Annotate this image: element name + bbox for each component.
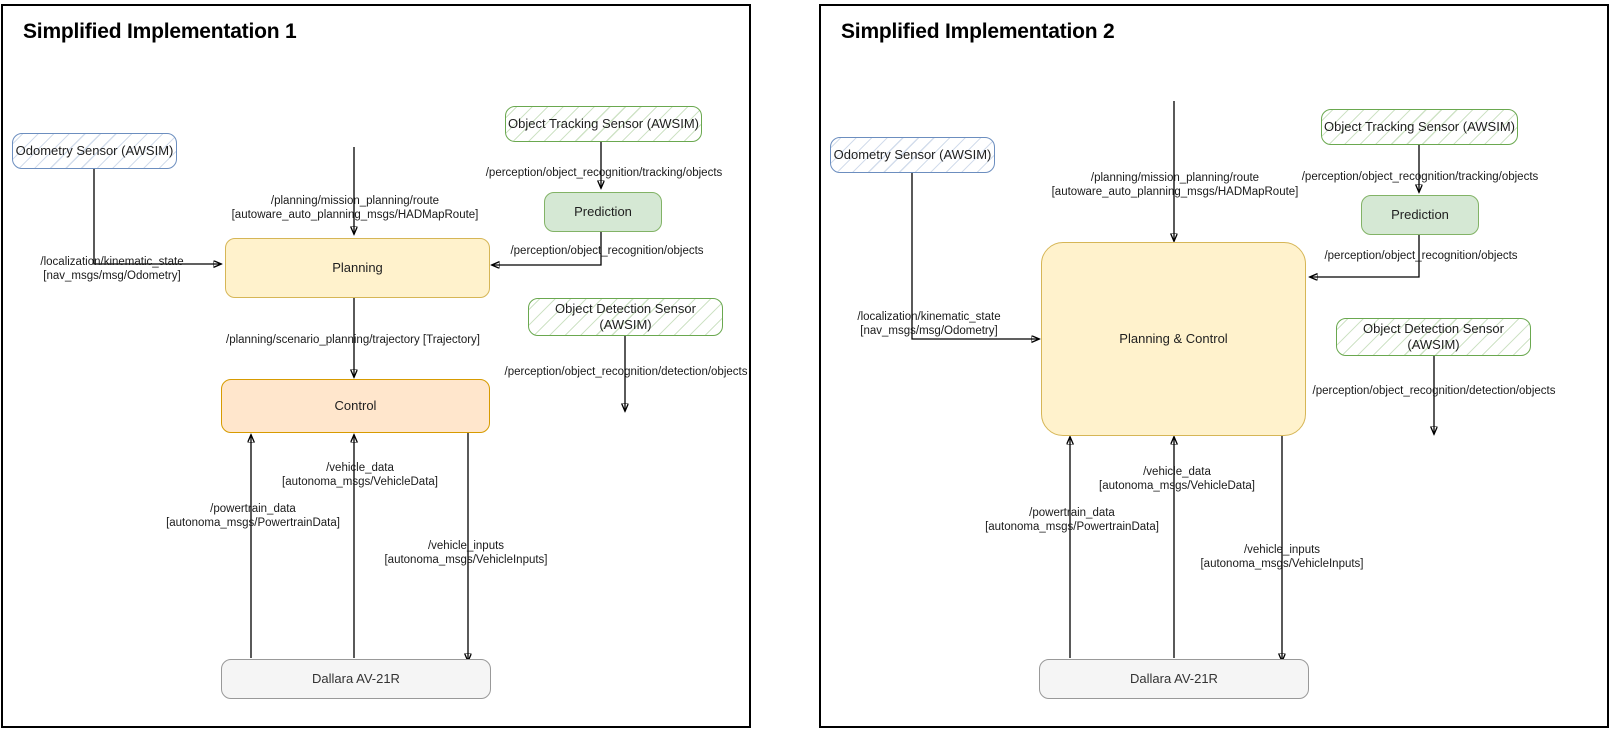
edge-label-powertrain-data-2: /powertrain_data [autonoma_msgs/Powertra… xyxy=(985,506,1159,535)
edge-label-line-2: [autonoma_msgs/VehicleData] xyxy=(1099,480,1255,493)
edge-label-tracking-objects-1: /perception/object_recognition/tracking/… xyxy=(486,166,723,180)
edge-label-line-2: [autoware_auto_planning_msgs/HADMapRoute… xyxy=(231,209,479,222)
edge-label-text: /perception/object_recognition/tracking/… xyxy=(1301,171,1539,183)
edge-label-line-1: /localization/kinematic_state xyxy=(857,311,1001,323)
edge-label-vehicle-data-1: /vehicle_data [autonoma_msgs/VehicleData… xyxy=(282,461,438,490)
edge-label-line-2: [autonoma_msgs/VehicleInputs] xyxy=(1200,558,1364,571)
edge-label-line-1: /vehicle_inputs xyxy=(1243,544,1321,556)
edge-label-line-2: [autonoma_msgs/PowertrainData] xyxy=(985,521,1159,534)
edge-label-line-2: [autonoma_msgs/PowertrainData] xyxy=(166,517,340,530)
edge-label-line-2: [autonoma_msgs/VehicleInputs] xyxy=(384,554,548,567)
edge-label-text: /perception/object_recognition/detection… xyxy=(1312,385,1556,397)
node-object-detection-sensor-1[interactable]: Object Detection Sensor (AWSIM) xyxy=(528,298,723,336)
edge-label-text: /perception/object_recognition/tracking/… xyxy=(485,167,723,179)
node-label: Odometry Sensor (AWSIM) xyxy=(15,142,174,158)
node-label: Object Detection Sensor (AWSIM) xyxy=(1363,320,1504,352)
node-odometry-sensor-1[interactable]: Odometry Sensor (AWSIM) xyxy=(12,133,177,169)
edge-label-line-1: /planning/mission_planning/route xyxy=(1090,172,1260,184)
edge-label-recognition-objects-1: /perception/object_recognition/objects xyxy=(510,244,703,258)
edge-label-text: /perception/object_recognition/objects xyxy=(510,245,704,257)
edge-label-vehicle-inputs-2: /vehicle_inputs [autonoma_msgs/VehicleIn… xyxy=(1200,543,1363,572)
edge-label-line-1: /vehicle_data xyxy=(1143,466,1211,478)
panel-title-1: Simplified Implementation 1 xyxy=(23,20,297,43)
edge-label-line-2: [autoware_auto_planning_msgs/HADMapRoute… xyxy=(1051,186,1299,199)
node-planning-1[interactable]: Planning xyxy=(225,238,490,298)
edge-label-line-1: /powertrain_data xyxy=(210,503,296,515)
node-label: Prediction xyxy=(574,203,632,219)
node-object-detection-sensor-2[interactable]: Object Detection Sensor (AWSIM) xyxy=(1336,318,1531,356)
edge-label-line-2: [nav_msgs/msg/Odometry] xyxy=(860,325,998,338)
edge-label-mission-route-1: /planning/mission_planning/route [autowa… xyxy=(232,194,479,223)
node-control-1[interactable]: Control xyxy=(221,379,490,433)
edge-label-line-2: [autonoma_msgs/VehicleData] xyxy=(282,476,438,489)
edge-label-tracking-objects-2: /perception/object_recognition/tracking/… xyxy=(1302,170,1539,184)
node-label: Odometry Sensor (AWSIM) xyxy=(833,146,992,162)
edge-label-line-1: /vehicle_inputs xyxy=(427,540,505,552)
node-object-tracking-sensor-1[interactable]: Object Tracking Sensor (AWSIM) xyxy=(505,106,702,142)
node-planning-control-2[interactable]: Planning & Control xyxy=(1041,242,1306,436)
edge-label-text: /planning/scenario_planning/trajectory [… xyxy=(226,334,480,346)
node-label: Object Tracking Sensor (AWSIM) xyxy=(1324,118,1515,134)
edge-label-mission-route-2: /planning/mission_planning/route [autowa… xyxy=(1052,171,1299,200)
edge-label-line-1: /planning/mission_planning/route xyxy=(270,195,440,207)
node-object-tracking-sensor-2[interactable]: Object Tracking Sensor (AWSIM) xyxy=(1321,109,1518,145)
panel-simplified-implementation-2: Simplified Implementation 2 xyxy=(819,4,1609,728)
edge-label-recognition-objects-2: /perception/object_recognition/objects xyxy=(1324,249,1517,263)
edge-label-line-2: [nav_msgs/msg/Odometry] xyxy=(43,270,181,283)
edge-label-detection-objects-1: /perception/object_recognition/detection… xyxy=(505,365,748,379)
node-label: Planning & Control xyxy=(1119,330,1228,346)
edge-label-powertrain-data-1: /powertrain_data [autonoma_msgs/Powertra… xyxy=(166,502,340,531)
node-label: Planning xyxy=(332,259,383,275)
edge-label-kinematic-state-2: /localization/kinematic_state [nav_msgs/… xyxy=(857,310,1000,339)
node-label: Object Tracking Sensor (AWSIM) xyxy=(508,115,699,131)
edge-odometry-to-planning xyxy=(93,168,221,264)
node-label: Object Detection Sensor (AWSIM) xyxy=(555,300,696,332)
node-label: Control xyxy=(334,397,377,413)
edge-label-line-1: /powertrain_data xyxy=(1029,507,1115,519)
node-label: Dallara AV-21R xyxy=(312,670,400,686)
edge-label-text: /perception/object_recognition/detection… xyxy=(504,366,748,378)
node-odometry-sensor-2[interactable]: Odometry Sensor (AWSIM) xyxy=(830,137,995,173)
edge-label-line-1: /vehicle_data xyxy=(326,462,394,474)
panel-simplified-implementation-1: Simplified Implementation 1 xyxy=(1,4,751,728)
node-label: Prediction xyxy=(1391,206,1449,222)
edge-label-line-1: /localization/kinematic_state xyxy=(40,256,184,268)
edge-label-vehicle-data-2: /vehicle_data [autonoma_msgs/VehicleData… xyxy=(1099,465,1255,494)
node-vehicle-2[interactable]: Dallara AV-21R xyxy=(1039,659,1309,699)
edge-label-trajectory-1: /planning/scenario_planning/trajectory [… xyxy=(226,333,480,347)
node-prediction-1[interactable]: Prediction xyxy=(544,192,662,232)
edge-label-text: /perception/object_recognition/objects xyxy=(1324,250,1518,262)
node-label: Dallara AV-21R xyxy=(1130,670,1218,686)
edge-label-detection-objects-2: /perception/object_recognition/detection… xyxy=(1313,384,1556,398)
edge-label-vehicle-inputs-1: /vehicle_inputs [autonoma_msgs/VehicleIn… xyxy=(384,539,547,568)
node-vehicle-1[interactable]: Dallara AV-21R xyxy=(221,659,491,699)
panel-title-2: Simplified Implementation 2 xyxy=(841,20,1115,43)
edge-label-kinematic-state-1: /localization/kinematic_state [nav_msgs/… xyxy=(40,255,183,284)
node-prediction-2[interactable]: Prediction xyxy=(1361,195,1479,235)
